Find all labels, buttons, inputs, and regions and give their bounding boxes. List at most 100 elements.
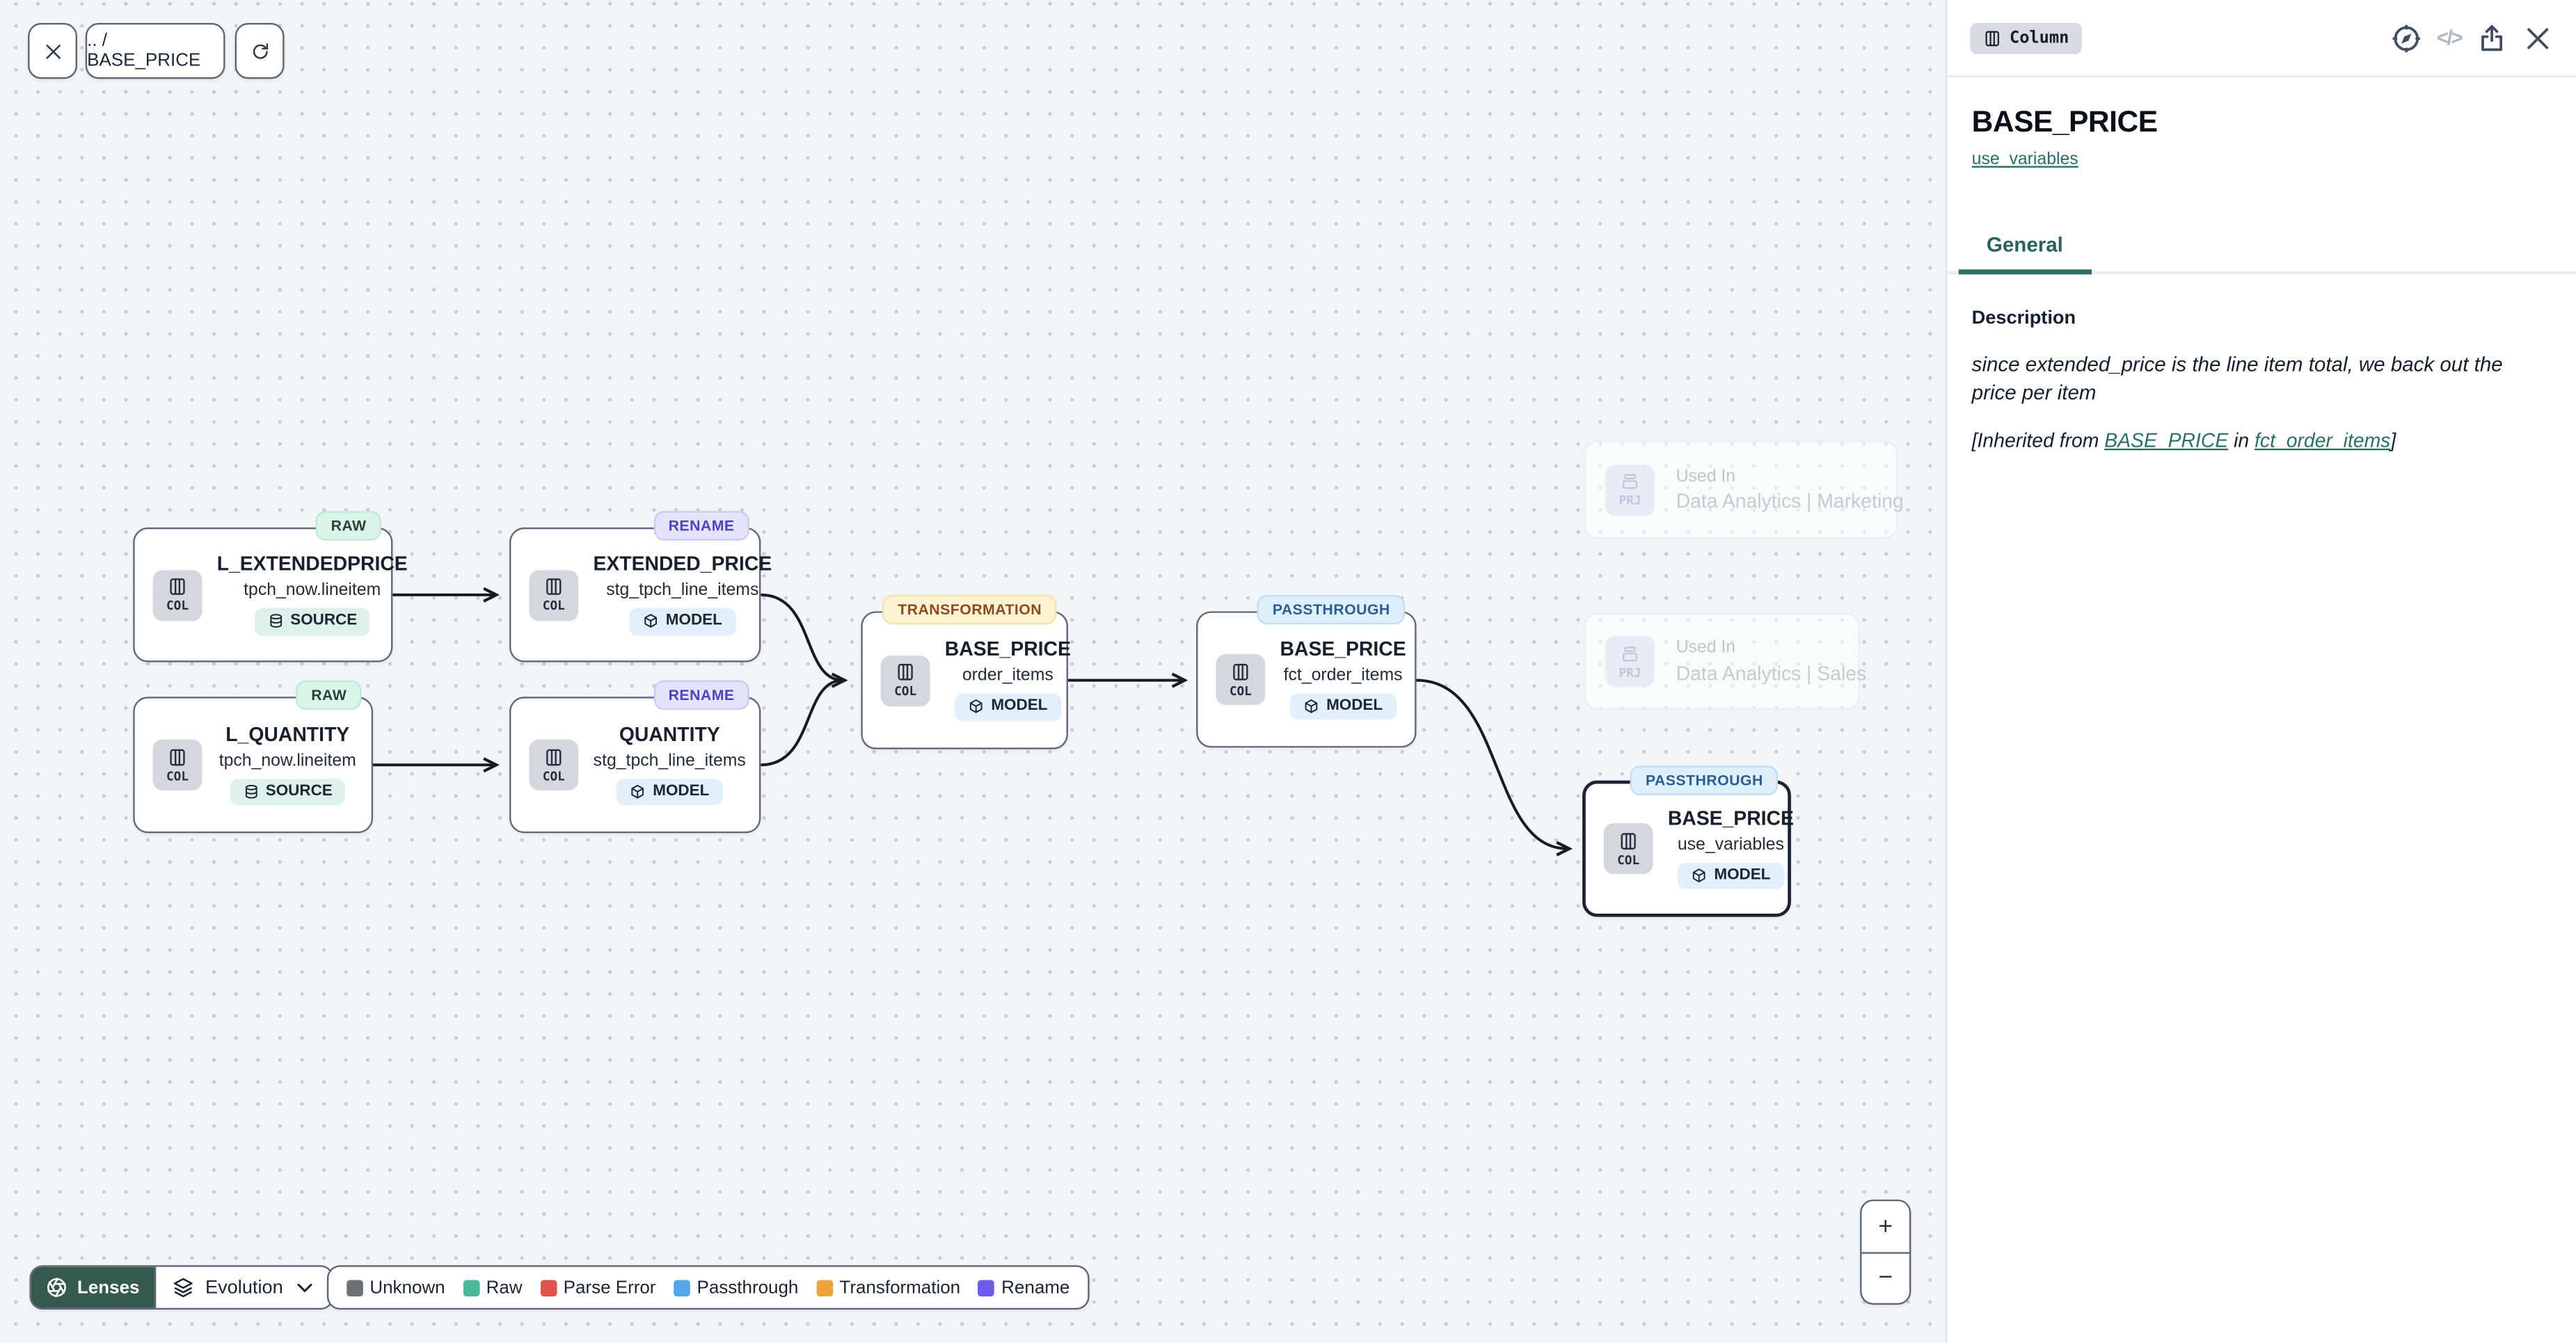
columns-icon bbox=[1983, 29, 2001, 47]
close-icon bbox=[42, 40, 63, 62]
ghost-name: Data Analytics | Marketing bbox=[1676, 490, 1904, 514]
node-title: L_QUANTITY bbox=[225, 722, 350, 746]
description-heading: Description bbox=[1971, 308, 2076, 329]
node-resource-pill: SOURCE bbox=[229, 778, 346, 806]
inherited-model-link[interactable]: fct_order_items bbox=[2255, 429, 2391, 452]
node-resource-pill: MODEL bbox=[955, 693, 1061, 721]
zoom-out-button[interactable]: − bbox=[1878, 1264, 1893, 1292]
node-quantity[interactable]: RENAME COL QUANTITY stg_tpch_line_items … bbox=[509, 680, 761, 834]
cube-icon bbox=[630, 784, 646, 800]
column-kind-box: COL bbox=[152, 569, 202, 621]
node-title: BASE_PRICE bbox=[944, 638, 1071, 662]
close-lineage-button[interactable] bbox=[28, 23, 77, 79]
evolution-badge: PASSTHROUGH bbox=[1257, 594, 1405, 625]
legend-swatch bbox=[540, 1279, 557, 1296]
legend-item: Unknown bbox=[347, 1278, 445, 1297]
node-extended-price[interactable]: RENAME COL EXTENDED_PRICE stg_tpch_line_… bbox=[509, 511, 772, 662]
lenses-button[interactable]: Lenses bbox=[31, 1266, 154, 1308]
node-base-price-use-variables-selected[interactable]: PASSTHROUGH COL BASE_PRICE use_variables… bbox=[1582, 765, 1794, 917]
evolution-badge: RENAME bbox=[653, 680, 749, 710]
ghost-node-used-in-sales[interactable]: PRJ Used In Data Analytics | Sales bbox=[1584, 612, 1866, 710]
legend-item: Rename bbox=[978, 1278, 1070, 1297]
project-icon bbox=[1620, 472, 1639, 491]
explore-lineage-icon[interactable] bbox=[2391, 22, 2422, 54]
cube-icon bbox=[1691, 868, 1708, 884]
column-kind-box: COL bbox=[529, 739, 579, 790]
cube-icon bbox=[643, 614, 660, 630]
breadcrumb[interactable]: .. / BASE_PRICE bbox=[85, 23, 225, 79]
entity-type-badge: Column bbox=[1970, 22, 2083, 54]
node-resource-pill: MODEL bbox=[617, 778, 723, 806]
node-title: BASE_PRICE bbox=[1667, 806, 1794, 830]
database-icon bbox=[243, 784, 260, 800]
project-kind-box: PRJ bbox=[1605, 464, 1655, 516]
node-resource-pill: SOURCE bbox=[254, 608, 371, 635]
model-link[interactable]: use_variables bbox=[1971, 149, 2078, 170]
node-resource-pill: MODEL bbox=[1678, 861, 1784, 889]
lineage-canvas[interactable]: .. / BASE_PRICE RAW COL L_EXTENDEDPRICE … bbox=[0, 0, 1946, 1343]
columns-icon bbox=[168, 747, 187, 766]
edge bbox=[761, 593, 843, 681]
node-title: L_EXTENDEDPRICE bbox=[216, 553, 408, 576]
node-subtitle: order_items bbox=[962, 665, 1054, 686]
node-subtitle: stg_tpch_line_items bbox=[606, 580, 759, 601]
ghost-label: Used In bbox=[1676, 466, 1736, 486]
node-base-price-order-items[interactable]: TRANSFORMATION COL BASE_PRICE order_item… bbox=[861, 594, 1071, 749]
legend-item: Passthrough bbox=[674, 1278, 798, 1297]
lenses-control: Lenses Evolution bbox=[29, 1265, 334, 1310]
legend-swatch bbox=[347, 1279, 363, 1296]
node-l-quantity[interactable]: RAW COL L_QUANTITY tpch_now.lineitem SOU… bbox=[133, 680, 374, 834]
ghost-name: Data Analytics | Sales bbox=[1676, 662, 1867, 685]
lens-mode-dropdown[interactable]: Evolution bbox=[154, 1266, 333, 1308]
inherited-column-link[interactable]: BASE_PRICE bbox=[2104, 429, 2229, 452]
description-body: since extended_price is the line item to… bbox=[1971, 353, 2503, 405]
refresh-button[interactable] bbox=[234, 23, 285, 79]
project-kind-box: PRJ bbox=[1605, 635, 1655, 688]
legend-swatch bbox=[674, 1279, 691, 1296]
column-kind-box: COL bbox=[529, 569, 579, 621]
code-icon: </> bbox=[2436, 26, 2463, 49]
columns-icon bbox=[896, 662, 915, 682]
database-icon bbox=[267, 614, 284, 630]
node-subtitle: tpch_now.lineitem bbox=[244, 580, 381, 601]
columns-icon bbox=[544, 577, 564, 596]
edge bbox=[761, 678, 843, 767]
legend-item: Raw bbox=[463, 1278, 523, 1297]
node-subtitle: stg_tpch_line_items bbox=[593, 750, 746, 770]
cube-icon bbox=[968, 699, 985, 716]
ghost-node-used-in-marketing[interactable]: PRJ Used In Data Analytics | Marketing bbox=[1584, 440, 1904, 539]
refresh-icon bbox=[249, 40, 271, 62]
evolution-legend: Unknown Raw Parse Error Passthrough Tran… bbox=[326, 1265, 1090, 1310]
node-subtitle: fct_order_items bbox=[1283, 665, 1403, 685]
columns-icon bbox=[1231, 661, 1250, 681]
columns-icon bbox=[168, 577, 187, 596]
node-resource-pill: MODEL bbox=[629, 608, 736, 635]
legend-item: Transformation bbox=[816, 1278, 960, 1297]
evolution-badge: RAW bbox=[296, 680, 362, 710]
evolution-badge: RENAME bbox=[653, 511, 749, 541]
column-kind-box: COL bbox=[880, 655, 930, 706]
column-kind-box: COL bbox=[1216, 653, 1266, 706]
zoom-in-button[interactable]: + bbox=[1861, 1201, 1909, 1253]
aperture-icon bbox=[46, 1277, 67, 1298]
panel-tabs: General bbox=[1947, 233, 2576, 275]
lens-mode-label: Evolution bbox=[205, 1277, 283, 1298]
evolution-badge: PASSTHROUGH bbox=[1630, 765, 1779, 795]
ghost-label: Used In bbox=[1676, 637, 1736, 658]
details-panel: Column </> BASE_PRICE use_variables Gene… bbox=[1945, 0, 2576, 1343]
tab-general[interactable]: General bbox=[1958, 233, 2091, 275]
chevron-down-icon bbox=[294, 1277, 316, 1298]
node-subtitle: use_variables bbox=[1677, 834, 1784, 855]
evolution-badge: TRANSFORMATION bbox=[882, 594, 1057, 625]
share-icon[interactable] bbox=[2476, 22, 2508, 54]
project-icon bbox=[1620, 643, 1639, 662]
panel-header: Column </> bbox=[1947, 0, 2576, 77]
close-panel-icon[interactable] bbox=[2522, 22, 2554, 54]
node-base-price-fct-order-items[interactable]: PASSTHROUGH COL BASE_PRICE fct_order_ite… bbox=[1196, 594, 1417, 748]
description-section: Description since extended_price is the … bbox=[1947, 274, 2576, 452]
node-title: QUANTITY bbox=[619, 722, 720, 746]
node-l-extendedprice[interactable]: RAW COL L_EXTENDEDPRICE tpch_now.lineite… bbox=[133, 511, 408, 662]
legend-swatch bbox=[816, 1279, 833, 1296]
layers-icon bbox=[173, 1277, 194, 1298]
